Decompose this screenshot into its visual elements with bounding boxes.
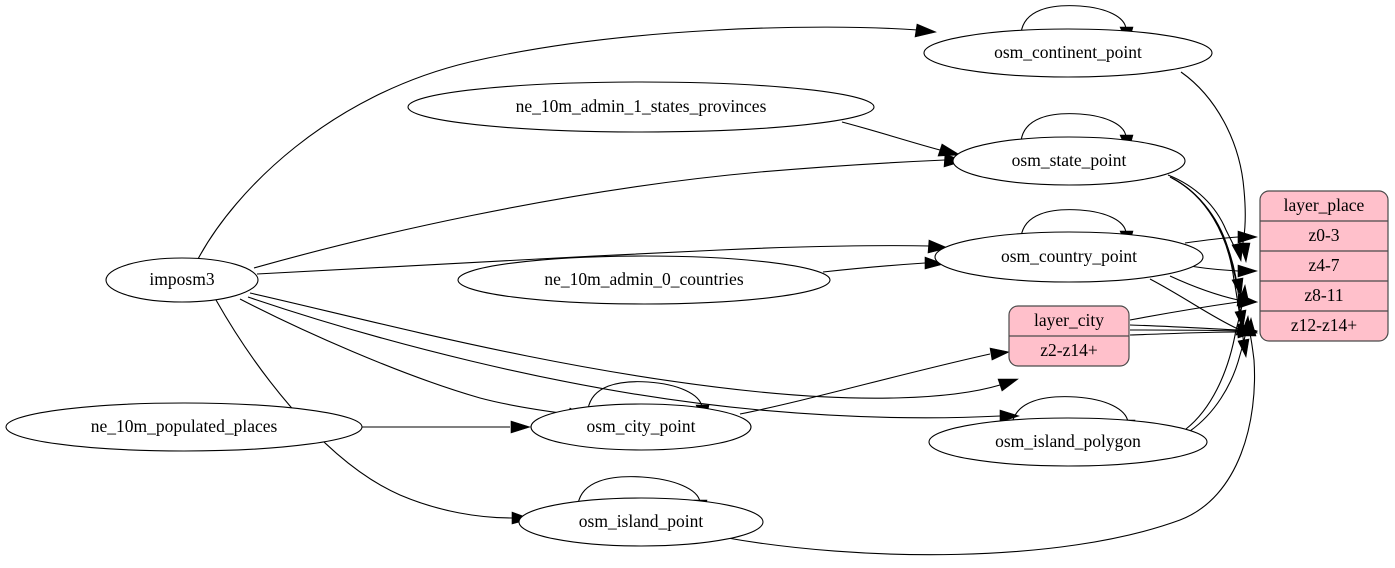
node-osm-continent-point[interactable]: osm_continent_point — [923, 28, 1213, 78]
edge-osm-island-polygon-to-z12-z14 — [1189, 314, 1253, 432]
edge-osm-city-point-to-layer-city — [739, 347, 1010, 415]
edge-imposm3-to-osm-country-point — [256, 239, 949, 275]
node-osm-island-point[interactable]: osm_island_point — [518, 497, 764, 547]
edge-imposm3-to-layer-city — [249, 292, 1019, 399]
edge-ne-admin0-to-osm-country-point — [822, 256, 945, 273]
edge-osm-state-point-to-z0-3 — [1167, 174, 1244, 262]
node-ne-10m-populated-places[interactable]: ne_10m_populated_places — [5, 402, 363, 452]
node-osm-island-polygon[interactable]: osm_island_polygon — [928, 417, 1208, 467]
edge-imposm3-to-osm-continent-point — [197, 23, 937, 260]
node-ne-10m-admin-1-states-provinces[interactable]: ne_10m_admin_1_states_provinces — [407, 81, 875, 133]
node-layer: imposm3 ne_10m_populated_places ne_10m_a… — [5, 28, 1213, 547]
node-ne-10m-admin-0-countries[interactable]: ne_10m_admin_0_countries — [457, 255, 831, 305]
edge-ne-populated-places-to-osm-city-point — [362, 420, 531, 434]
node-imposm3[interactable]: imposm3 — [105, 257, 259, 303]
edge-imposm3-to-osm-island-polygon — [247, 296, 1020, 423]
edge-osm-country-point-to-z4-7 — [1189, 264, 1258, 278]
edge-imposm3-to-osm-city-point — [239, 298, 589, 421]
edge-osm-island-polygon-to-z8-11 — [1185, 283, 1250, 430]
node-osm-country-point[interactable]: osm_country_point — [934, 231, 1204, 283]
edge-ne-admin1-to-osm-state-point — [841, 121, 961, 157]
edge-imposm3-to-osm-state-point — [253, 153, 965, 269]
node-osm-city-point[interactable]: osm_city_point — [530, 403, 752, 451]
record-layer-city[interactable]: layer_city z2-z14+ — [1008, 305, 1130, 367]
edge-osm-island-point-to-z12-z14 — [721, 316, 1257, 556]
edge-osm-country-point-to-z0-3 — [1184, 230, 1258, 244]
record-layer-place[interactable]: layer_place z0-3 z4-7 z8-11 z12-z14+ — [1259, 190, 1389, 342]
node-osm-state-point[interactable]: osm_state_point — [952, 136, 1186, 186]
edge-osm-state-point-to-z4-7 — [1169, 176, 1244, 297]
